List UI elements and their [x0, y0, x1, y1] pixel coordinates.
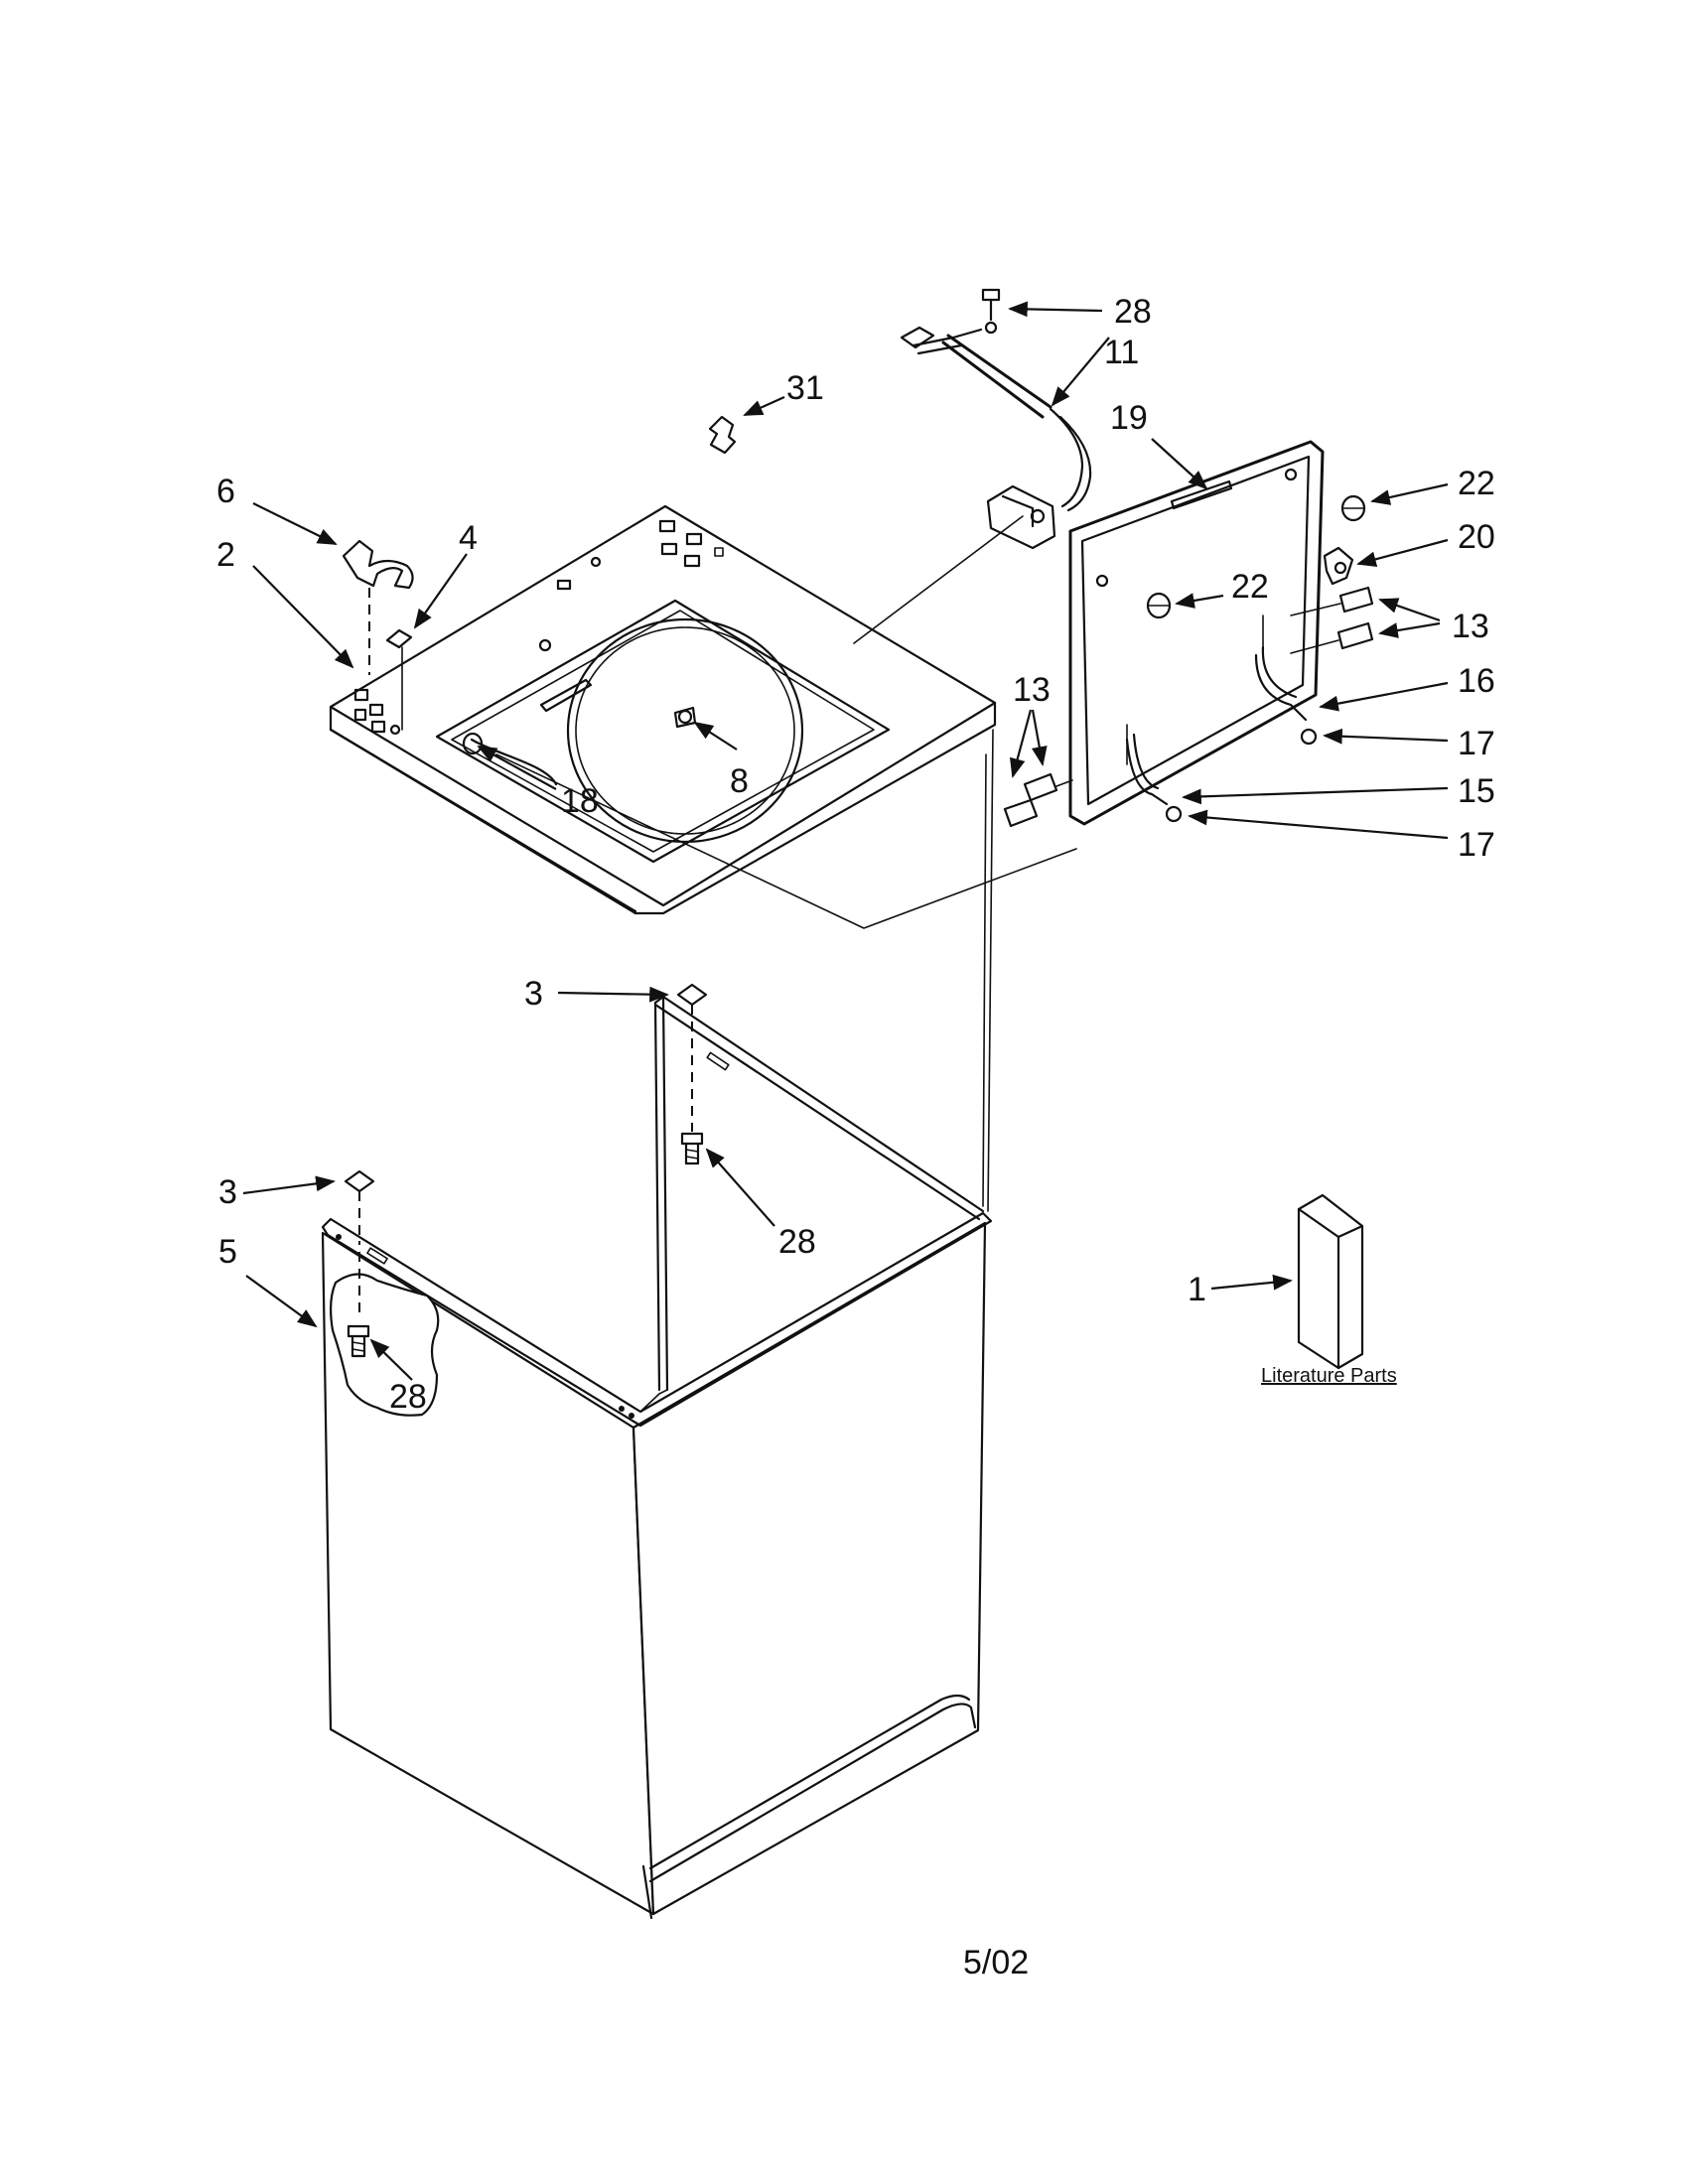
bracket-part-6: [342, 539, 414, 675]
callout-15: 15: [1458, 772, 1495, 810]
cabinet: [321, 729, 994, 1920]
callout-8: 8: [730, 762, 749, 800]
knob-part-22-mid: [1146, 592, 1172, 619]
callout-13-right: 13: [1452, 608, 1489, 645]
clip-part-3-left: [344, 1169, 375, 1241]
clip-part-3-top: [676, 983, 708, 1132]
callout-3-top: 3: [524, 975, 543, 1013]
callout-31: 31: [786, 369, 824, 407]
screw-part-28-left: [347, 1324, 370, 1358]
callout-28-left: 28: [389, 1378, 427, 1416]
literature-book-part-1: [1297, 1193, 1364, 1370]
screw-part-28-mid: [680, 1132, 704, 1165]
date-code: 5/02: [963, 1944, 1029, 1981]
callout-16: 16: [1458, 662, 1495, 700]
callout-18: 18: [561, 782, 599, 820]
literature-parts-label: Literature Parts: [1261, 1365, 1397, 1387]
callout-11: 11: [1104, 334, 1139, 371]
valve-part-13-right: [1290, 586, 1374, 654]
valve-part-13-left: [1003, 772, 1073, 828]
callout-17-top: 17: [1458, 725, 1495, 762]
callout-19: 19: [1110, 399, 1148, 437]
callout-4: 4: [459, 519, 478, 557]
callout-28-top: 28: [1114, 293, 1152, 331]
callout-labels: 28 11 31 19 22 20 22 13 16 17 15 17 13 6…: [216, 293, 1495, 1981]
callout-22-mid: 22: [1231, 568, 1269, 606]
callout-20: 20: [1458, 518, 1495, 556]
callout-28-mid: 28: [778, 1223, 816, 1261]
callout-2: 2: [216, 536, 235, 574]
clip-part-31: [708, 415, 737, 455]
callout-13-left: 13: [1013, 671, 1051, 709]
callout-17-bottom: 17: [1458, 826, 1495, 864]
callout-3-left: 3: [218, 1173, 237, 1211]
knob-part-22-top: [1340, 494, 1366, 522]
washer-top: [329, 504, 1077, 929]
callout-6: 6: [216, 473, 235, 510]
callout-1: 1: [1188, 1271, 1206, 1308]
console-frame-part-19: [1068, 440, 1325, 826]
leader-lines: [242, 301, 1449, 1381]
switch-part-11: [900, 288, 1092, 550]
callout-22-top: 22: [1458, 465, 1495, 502]
selector-part-20: [1323, 546, 1354, 586]
clip-part-4: [385, 628, 413, 731]
callout-5: 5: [218, 1233, 237, 1271]
